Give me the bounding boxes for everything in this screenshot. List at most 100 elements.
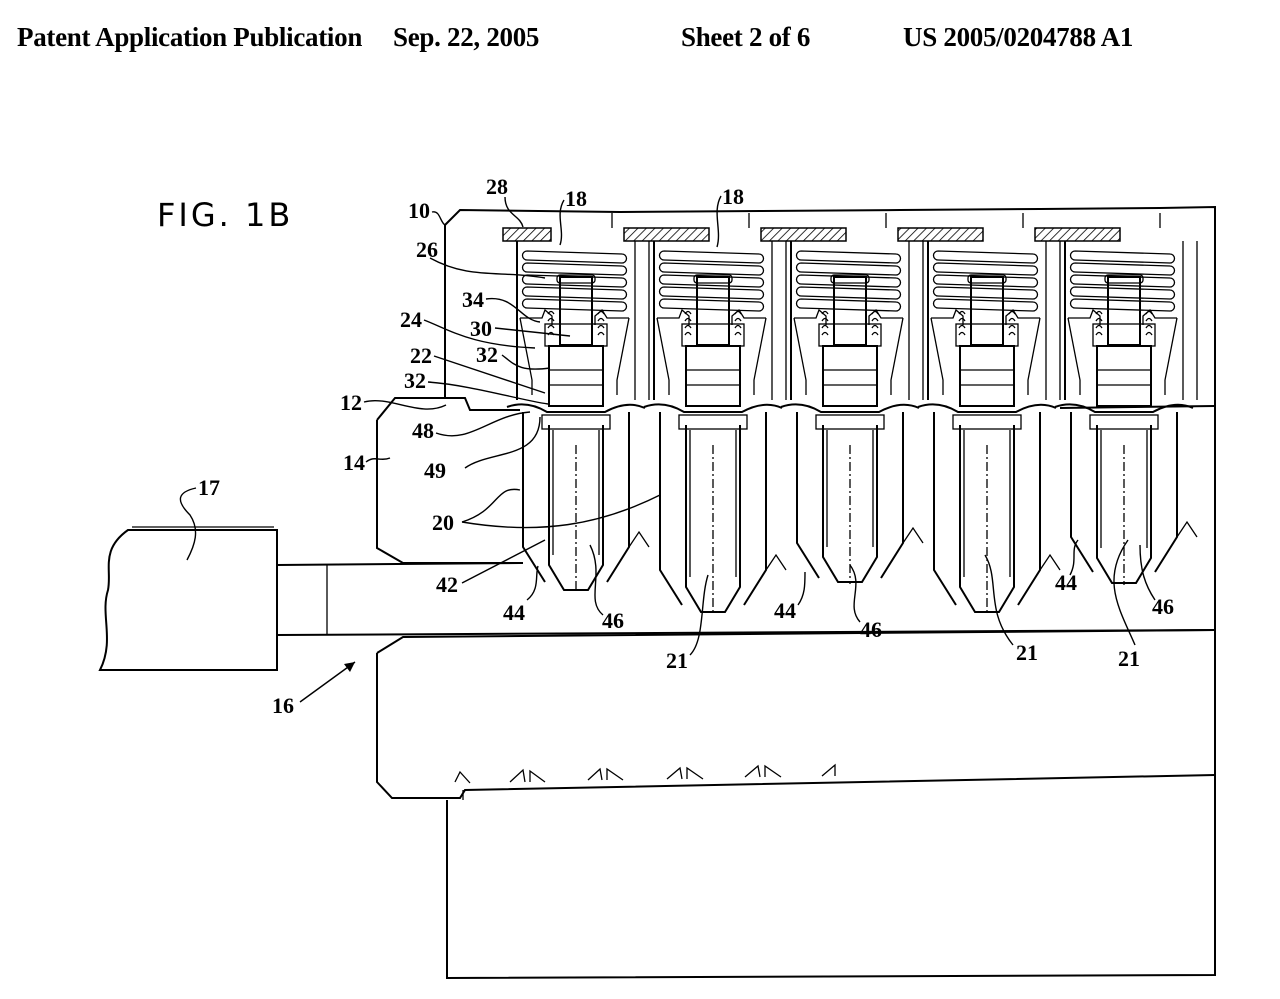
plug-upper: [376, 397, 523, 564]
label-21-b: 21: [1016, 640, 1038, 665]
label-18-b: 18: [722, 184, 744, 209]
label-22: 22: [410, 343, 432, 368]
label-21-a: 21: [666, 648, 688, 673]
label-17: 17: [198, 475, 220, 500]
spring-coil: [658, 298, 765, 312]
chamber-taper: [930, 317, 1041, 395]
spring-coil: [521, 250, 628, 264]
spring-coil: [1069, 298, 1176, 312]
inner-spring-coil: [684, 324, 742, 329]
publication-number: US 2005/0204788 A1: [903, 22, 1134, 52]
key: [98, 526, 1216, 671]
spring-seat: [794, 308, 903, 325]
spring-seat: [1068, 308, 1177, 325]
chamber-taper: [656, 317, 767, 395]
publication-date: Sep. 22, 2005: [393, 22, 540, 52]
spring-coil: [658, 286, 765, 300]
spring-coil: [932, 298, 1039, 312]
shear-line: [643, 403, 783, 413]
label-12: 12: [340, 390, 362, 415]
inner-pin-head: [1104, 274, 1144, 284]
key-cut: [628, 530, 650, 548]
inner-spring-coil: [1095, 317, 1153, 322]
reference-labels: 10 28 18 18 26 34 30 24 32 22 32 12 48 4…: [179, 174, 1174, 718]
chamber-taper: [1067, 317, 1178, 395]
inner-pin: [1107, 276, 1141, 346]
inner-spring-coil: [1095, 310, 1153, 315]
inner-spring-coil: [1095, 331, 1153, 336]
inner-spring-coil: [684, 310, 742, 315]
label-16: 16: [272, 693, 294, 718]
spring-coil: [658, 274, 765, 288]
label-46-b: 46: [860, 617, 882, 642]
label-34: 34: [462, 287, 484, 312]
label-24: 24: [400, 307, 422, 332]
pin-stacks: [502, 213, 1198, 614]
label-32-b: 32: [404, 368, 426, 393]
spring-coil: [795, 262, 902, 276]
label-10: 10: [408, 198, 430, 223]
spring-coil: [932, 262, 1039, 276]
spring-coil: [1069, 286, 1176, 300]
label-42: 42: [436, 572, 458, 597]
spring-seat: [520, 308, 629, 325]
spring-coil: [521, 286, 628, 300]
spring-coil: [795, 250, 902, 264]
label-14: 14: [343, 450, 365, 475]
pin-stack: [623, 213, 787, 614]
spring-coil: [1069, 250, 1176, 264]
inner-pin: [696, 276, 730, 346]
driver-pin: [685, 345, 741, 407]
spring-coil: [795, 298, 902, 312]
retainer-bar: [623, 227, 710, 242]
retainer-bar: [502, 227, 552, 242]
pin-stack: [897, 213, 1061, 614]
spring-coil: [932, 274, 1039, 288]
spring-coil: [658, 250, 765, 264]
label-28: 28: [486, 174, 508, 199]
pin-collar: [541, 414, 611, 430]
inner-pin-head: [556, 274, 596, 284]
key-cut: [1176, 520, 1198, 538]
retainer-bar: [760, 227, 847, 242]
pin-collar: [952, 414, 1022, 430]
inner-pin-head: [830, 274, 870, 284]
pin-stack: [502, 213, 650, 592]
shear-line: [917, 403, 1057, 413]
driver-pin: [548, 345, 604, 407]
inner-spring-coil: [684, 317, 742, 322]
label-44-c: 44: [1055, 570, 1077, 595]
shear-line: [780, 403, 920, 413]
publication-type: Patent Application Publication: [17, 22, 363, 52]
pin-stack: [1034, 213, 1198, 585]
inner-spring-coil: [958, 331, 1016, 336]
key-cut: [765, 553, 787, 571]
spring-seat: [931, 308, 1040, 325]
retainer-bar: [897, 227, 984, 242]
label-48: 48: [412, 418, 434, 443]
label-44-b: 44: [774, 598, 796, 623]
pin-collar: [678, 414, 748, 430]
driver-pin: [822, 345, 878, 407]
retainer-bar: [1034, 227, 1121, 242]
label-20: 20: [432, 510, 454, 535]
label-21-c: 21: [1118, 646, 1140, 671]
key-cut: [902, 526, 924, 544]
inner-spring-coil: [821, 310, 879, 315]
shear-line: [1054, 403, 1194, 413]
bottom-bumps: [454, 763, 836, 784]
spring-coil: [795, 286, 902, 300]
spring-coil: [795, 274, 902, 288]
inner-spring-coil: [547, 310, 605, 315]
inner-spring-coil: [547, 324, 605, 329]
inner-spring-coil: [821, 324, 879, 329]
label-18-a: 18: [565, 186, 587, 211]
inner-pin-head: [693, 274, 733, 284]
spring-coil: [932, 286, 1039, 300]
inner-spring-coil: [958, 324, 1016, 329]
chamber-taper: [793, 317, 904, 395]
driver-pin: [959, 345, 1015, 407]
pin-stack: [760, 213, 924, 584]
inner-spring-coil: [1095, 324, 1153, 329]
